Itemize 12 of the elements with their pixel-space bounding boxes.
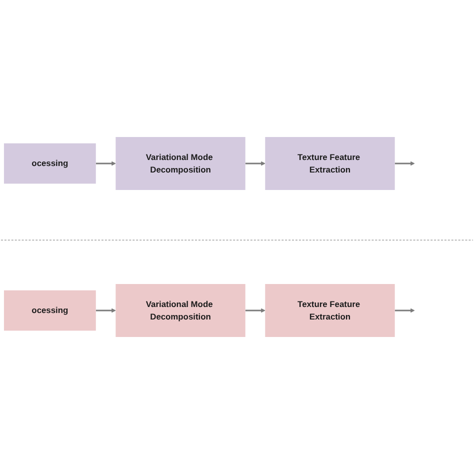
arrow bbox=[394, 161, 415, 166]
arrow bbox=[245, 161, 266, 166]
node-box: ocessing bbox=[4, 143, 96, 184]
arrow bbox=[96, 161, 116, 166]
node-box: Texture Feature Extraction bbox=[265, 284, 395, 337]
node-box: Variational Mode Decomposition bbox=[116, 284, 246, 337]
node-box: Texture Feature Extraction bbox=[265, 137, 395, 190]
arrow bbox=[96, 308, 116, 313]
node-box: ocessing bbox=[4, 290, 96, 331]
arrow bbox=[245, 308, 266, 313]
node-box: Variational Mode Decomposition bbox=[116, 137, 246, 190]
arrow bbox=[394, 308, 415, 313]
